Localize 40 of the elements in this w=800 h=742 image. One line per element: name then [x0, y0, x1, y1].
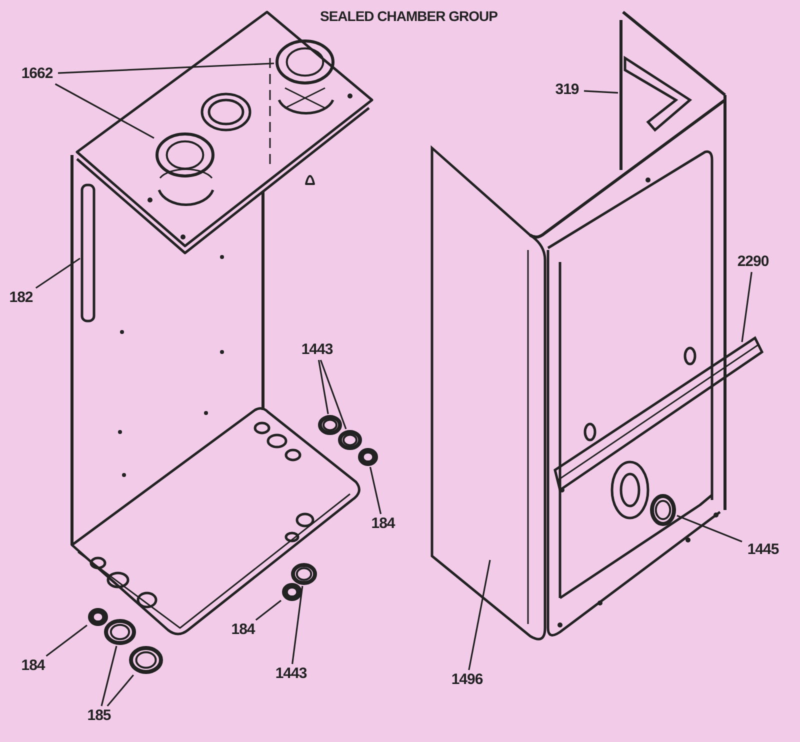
leader-line: [106, 674, 134, 707]
sealing-washer: [317, 414, 343, 436]
callout-number: 184: [366, 514, 400, 534]
sealing-washer: [290, 562, 318, 586]
callout-number: 319: [550, 80, 584, 100]
callout-number: 184: [16, 656, 50, 676]
sealing-washer: [281, 582, 303, 602]
callout-number: 1445: [742, 540, 784, 560]
sealing-washer: [103, 618, 137, 646]
flue-ring: [154, 131, 216, 179]
leader-line: [369, 466, 382, 514]
leader-line: [255, 600, 282, 621]
diagram-title: SEALED CHAMBER GROUP: [320, 8, 498, 24]
callout-number: 182: [4, 288, 38, 308]
callout-number: 2290: [732, 252, 774, 272]
sealing-washer: [128, 645, 164, 675]
leader-line: [320, 360, 347, 430]
callout-number: 1443: [270, 664, 312, 684]
callout-number: 1443: [296, 340, 338, 360]
sealing-washer: [357, 447, 379, 467]
leader-line: [318, 360, 329, 414]
sealing-washer: [87, 607, 109, 627]
callout-number: 1662: [16, 64, 58, 84]
flue-ring: [274, 38, 336, 86]
leader-line: [46, 624, 88, 657]
sealing-washer: [337, 429, 363, 451]
leader-line: [58, 62, 274, 74]
leader-line: [54, 83, 154, 139]
leader-line: [100, 646, 118, 706]
leader-line: [741, 272, 752, 342]
leader-line: [676, 514, 742, 542]
leader-line: [292, 586, 304, 664]
leader-line: [468, 560, 491, 670]
callout-number: 184: [226, 620, 260, 640]
leader-line: [584, 90, 618, 94]
leader-line: [35, 258, 80, 289]
sealing-washer: [649, 493, 677, 527]
callout-number: 185: [82, 706, 116, 726]
callout-number: 1496: [446, 670, 488, 690]
side-strip: [80, 183, 96, 323]
